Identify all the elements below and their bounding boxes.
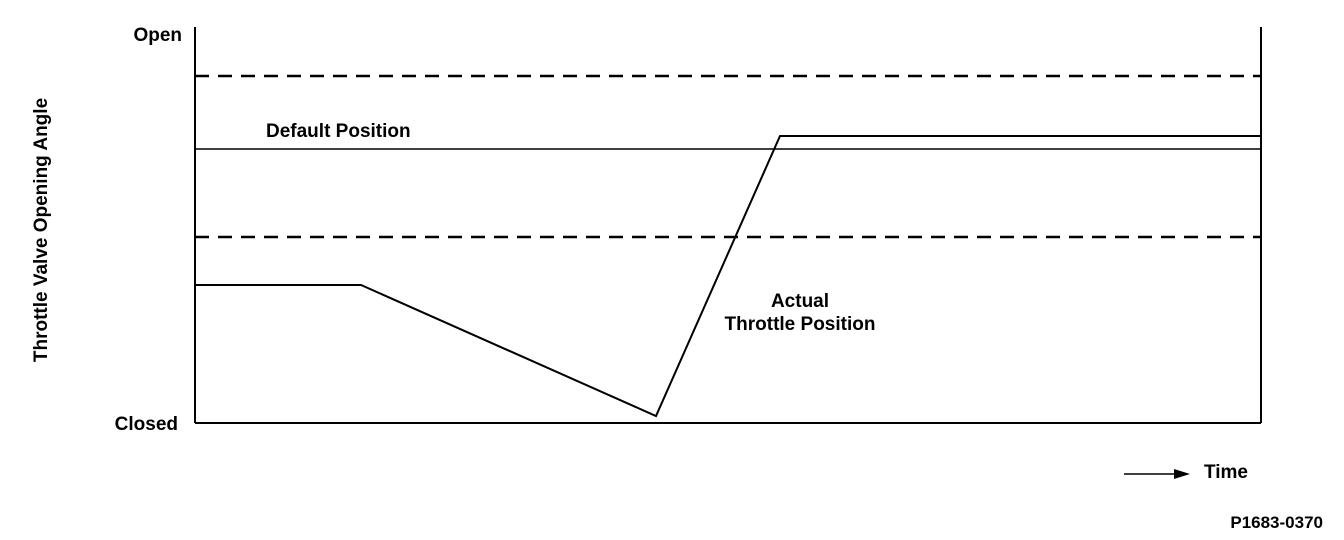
actual-throttle-trace: [195, 135, 1261, 418]
figure-id: P1683-0370: [1230, 513, 1323, 532]
time-arrow-icon: [1174, 469, 1190, 479]
y-open-label: Open: [133, 25, 182, 46]
y-closed-label: Closed: [115, 414, 178, 435]
actual-label-line1: Actual: [771, 291, 829, 312]
default-position-label: Default Position: [266, 121, 411, 142]
y-axis-title: Throttle Valve Opening Angle: [31, 98, 52, 362]
actual-label-line2: Throttle Position: [725, 314, 876, 335]
x-axis-time-label: Time: [1204, 462, 1248, 483]
